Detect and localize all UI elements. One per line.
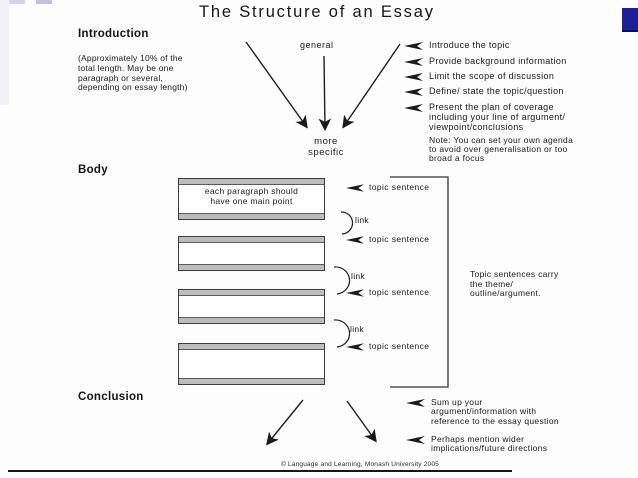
bullet-label: Sum up your argument/information with re… xyxy=(431,397,559,426)
lavender-strip-decoration xyxy=(0,0,9,105)
box-top-strip xyxy=(179,237,324,243)
topic-sentence-label: topic sentence xyxy=(369,341,430,351)
left-arrowhead-icon xyxy=(406,399,425,407)
bullet-label: Provide background information xyxy=(429,56,567,66)
bullet-label: Limit the scope of discussion xyxy=(429,71,555,81)
paragraph-box-4 xyxy=(178,343,325,385)
link-arc-1 xyxy=(340,211,354,235)
link-label-3: link xyxy=(350,324,364,334)
bullet-label: Perhaps mention wider implications/futur… xyxy=(431,434,548,454)
intro-bullet-limit-scope: Limit the scope of discussion xyxy=(404,71,555,82)
bullet-label: Introduce the topic xyxy=(429,40,510,50)
left-arrowhead-icon xyxy=(346,288,364,297)
topic-sentence-callout-4: topic sentence xyxy=(346,341,429,351)
conclusion-bullet-sum-up: Sum up your argument/information with re… xyxy=(406,397,596,426)
general-label: general xyxy=(300,40,334,50)
conclusion-bullet-wider-implications: Perhaps mention wider implications/futur… xyxy=(406,434,596,454)
intro-bullet-background-info: Provide background information xyxy=(404,56,567,67)
body-heading: Body xyxy=(78,164,108,176)
box-bottom-strip xyxy=(179,378,324,384)
more-specific-label: more specific xyxy=(308,136,344,158)
agenda-note: Note: You can set your own agenda to avo… xyxy=(429,135,574,163)
box-bottom-strip xyxy=(179,317,324,323)
lavender-bar-decoration xyxy=(5,0,25,4)
topic-sentence-label: topic sentence xyxy=(369,287,430,297)
conclusion-arrow-left xyxy=(266,399,304,446)
paragraph-box-1: each paragraph should have one main poin… xyxy=(178,178,325,220)
bullet-label: Present the plan of coverage including y… xyxy=(429,102,566,132)
topic-sentence-callout-3: topic sentence xyxy=(346,287,429,297)
box-top-strip xyxy=(179,179,324,185)
intro-bullet-introduce-topic: Introduce the topic xyxy=(404,40,510,51)
conclusion-arrow-right xyxy=(346,400,377,443)
box-top-strip xyxy=(179,290,324,296)
box-bottom-strip xyxy=(179,264,324,270)
left-arrowhead-icon xyxy=(404,73,423,81)
box-top-strip xyxy=(179,344,324,350)
paragraph-box-2 xyxy=(178,236,325,271)
funnel-arrow-right xyxy=(342,43,401,129)
left-arrowhead-icon xyxy=(404,88,423,96)
left-arrowhead-icon xyxy=(404,42,423,50)
copyright-text: © Language and Learning, Monash Universi… xyxy=(280,461,439,468)
bottom-rule xyxy=(8,470,512,472)
link-label-2: link xyxy=(351,271,365,281)
bullet-label: Define/ state the topic/question xyxy=(429,86,564,96)
left-arrowhead-icon xyxy=(346,235,364,244)
left-arrowhead-icon xyxy=(346,183,364,192)
intro-bullet-define-topic: Define/ state the topic/question xyxy=(404,86,564,97)
box-bottom-strip xyxy=(179,213,324,219)
topic-sentence-callout-2: topic sentence xyxy=(346,234,429,244)
page-title: The Structure of an Essay xyxy=(199,3,435,21)
conclusion-heading: Conclusion xyxy=(78,391,144,403)
introduction-length-note: (Approximately 10% of the total length. … xyxy=(78,53,188,93)
topic-sentences-aside: Topic sentences carry the theme/ outline… xyxy=(470,269,559,298)
funnel-arrow-middle xyxy=(318,55,332,132)
topic-sentences-bracket xyxy=(390,176,449,388)
navy-square-decoration xyxy=(622,8,638,32)
paragraph-box-3 xyxy=(178,289,325,324)
funnel-arrow-left xyxy=(245,41,308,129)
topic-sentence-callout-1: topic sentence xyxy=(346,182,429,192)
topic-sentence-label: topic sentence xyxy=(369,234,430,244)
lavender-bar-decoration xyxy=(36,0,52,4)
left-arrowhead-icon xyxy=(346,342,364,351)
topic-sentence-label: topic sentence xyxy=(369,182,430,192)
left-arrowhead-icon xyxy=(404,58,423,66)
link-label-1: link xyxy=(355,215,369,225)
left-arrowhead-icon xyxy=(404,104,423,112)
introduction-heading: Introduction xyxy=(78,28,149,40)
intro-bullet-present-plan: Present the plan of coverage including y… xyxy=(404,102,614,132)
left-arrowhead-icon xyxy=(406,436,425,444)
paragraph-box-text: each paragraph should have one main poin… xyxy=(204,186,299,206)
